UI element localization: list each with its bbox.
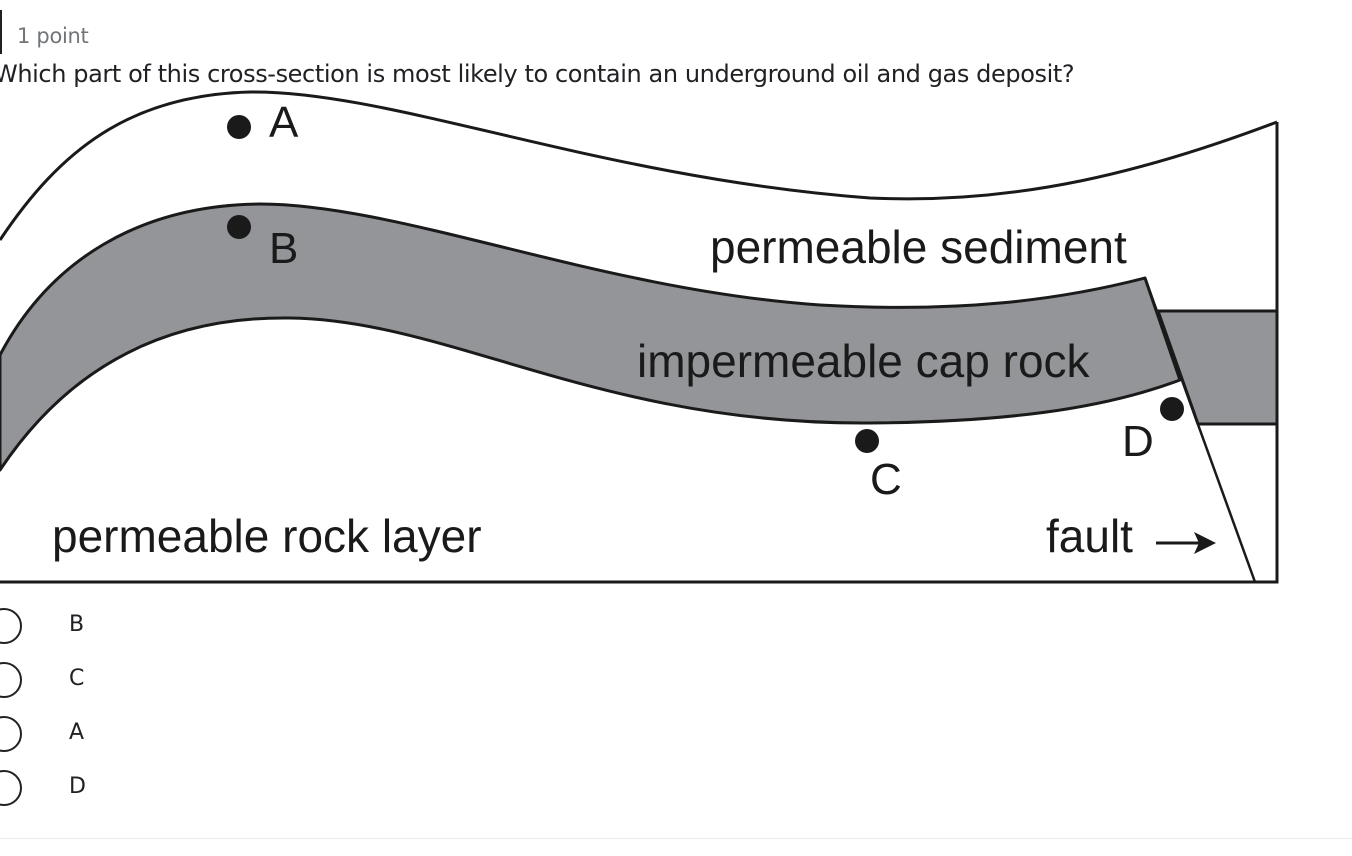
radio-button[interactable] bbox=[0, 716, 22, 752]
point-a-label: A bbox=[269, 98, 299, 147]
option-d[interactable]: D bbox=[0, 762, 400, 816]
radio-button[interactable] bbox=[0, 770, 22, 806]
option-label: B bbox=[69, 612, 85, 637]
point-d-label: D bbox=[1122, 417, 1154, 466]
fault-label: fault bbox=[1046, 510, 1133, 562]
point-c-marker bbox=[855, 429, 879, 453]
cross-section-diagram: A B C D permeable sediment impermeable c… bbox=[0, 90, 1279, 584]
question-text: Which part of this cross-section is most… bbox=[0, 60, 1075, 88]
point-a-marker bbox=[227, 115, 251, 139]
point-b-marker bbox=[227, 215, 251, 239]
option-label: C bbox=[69, 666, 85, 691]
point-d-marker bbox=[1160, 397, 1184, 421]
points-value: 1 point bbox=[17, 24, 89, 48]
radio-button[interactable] bbox=[0, 662, 22, 698]
frame bbox=[0, 122, 1279, 584]
cap-rock-label: impermeable cap rock bbox=[637, 335, 1091, 387]
sediment-surface bbox=[0, 90, 1278, 241]
divider bbox=[0, 838, 1352, 839]
fault-arrow-icon bbox=[1156, 532, 1216, 554]
option-label: D bbox=[69, 774, 86, 799]
rock-layer-label: permeable rock layer bbox=[52, 510, 482, 562]
option-b[interactable]: B bbox=[0, 600, 400, 654]
point-b-label: B bbox=[269, 224, 298, 273]
point-c-label: C bbox=[870, 455, 902, 504]
option-c[interactable]: C bbox=[0, 654, 400, 708]
question-header: 1 point bbox=[0, 10, 89, 54]
permeable-sediment-label: permeable sediment bbox=[710, 221, 1127, 273]
option-a[interactable]: A bbox=[0, 708, 400, 762]
option-label: A bbox=[69, 720, 85, 745]
answer-options: B C A D bbox=[0, 600, 400, 816]
fault-line bbox=[1143, 277, 1257, 583]
radio-button[interactable] bbox=[0, 608, 22, 644]
